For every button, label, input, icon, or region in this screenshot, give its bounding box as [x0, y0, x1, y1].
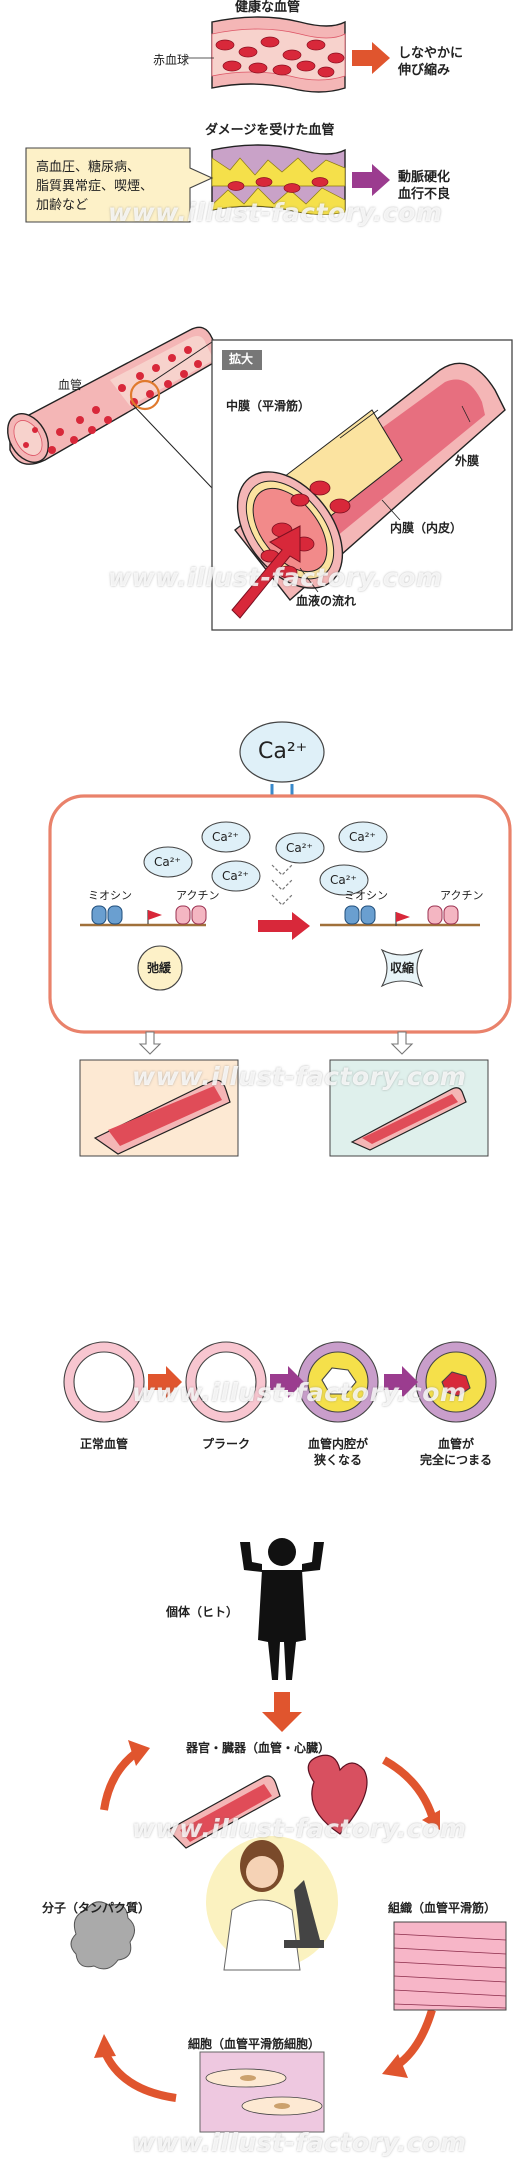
myosin-label: ミオシン [344, 889, 388, 902]
watermark: www.illust-factory.com [132, 1062, 467, 1091]
healthy-result-line2: 伸び縮み [398, 63, 451, 78]
watermark: www.illust-factory.com [132, 1378, 467, 1407]
risk-factor-line3: 加齢など [36, 198, 89, 213]
zoom-tag: 拡大 [229, 352, 254, 366]
contract-label: 収縮 [390, 961, 415, 975]
watermark: www.illust-factory.com [108, 563, 443, 592]
inner-layer-label: 内膜（内皮） [390, 521, 463, 535]
damaged-vessel-title: ダメージを受けた血管 [205, 123, 335, 138]
individual-label: 個体（ヒト） [166, 1605, 239, 1619]
healthy-vessel-title: 健康な血管 [235, 0, 301, 15]
calcium-ion: Ca²⁺ [222, 869, 249, 883]
stage-normal: 正常血管 [79, 1437, 128, 1451]
myosin-label: ミオシン [88, 889, 132, 902]
stage-blocked: 血管が 完全につまる [419, 1437, 492, 1467]
rbc-label: 赤血球 [153, 53, 190, 67]
organ-label: 器官・臓器（血管・心臓） [186, 1741, 331, 1755]
vessel-label: 血管 [58, 378, 83, 392]
calcium-ion: Ca²⁺ [349, 830, 376, 844]
damaged-result-line1: 動脈硬化 [398, 170, 451, 185]
plaque-progression-illustration [63, 1341, 497, 1423]
risk-factor-line2: 脂質異常症、喫煙、 [36, 179, 154, 194]
actin-label: アクチン [176, 889, 220, 902]
stage-plaque: プラーク [201, 1437, 250, 1451]
watermark: www.illust-factory.com [108, 198, 443, 227]
stage-narrowed: 血管内腔が 狭くなる [307, 1437, 368, 1467]
calcium-ion: Ca²⁺ [212, 830, 239, 844]
watermark: www.illust-factory.com [132, 2128, 467, 2157]
vessel-zoom-illustration [7, 326, 513, 631]
relax-label: 弛緩 [147, 961, 172, 975]
molecule-label: 分子（タンパク質） [42, 1901, 151, 1915]
calcium-ion: Ca²⁺ [154, 855, 181, 869]
calcium-ion-large: Ca²⁺ [258, 739, 308, 764]
calcium-ion: Ca²⁺ [330, 873, 357, 887]
actin-label: アクチン [440, 889, 484, 902]
watermark: www.illust-factory.com [132, 1814, 467, 1843]
tissue-label: 組織（血管平滑筋） [388, 1901, 497, 1915]
calcium-contraction-illustration [48, 721, 512, 1157]
outer-layer-label: 外膜 [455, 454, 480, 468]
middle-layer-label: 中膜（平滑筋） [226, 399, 311, 413]
risk-factor-line1: 高血圧、糖尿病、 [36, 160, 141, 175]
healthy-vessel-illustration [25, 16, 390, 223]
blood-flow-label: 血液の流れ [296, 594, 357, 608]
hierarchy-illustration [70, 1538, 507, 2133]
cell-label: 細胞（血管平滑筋細胞） [188, 2037, 321, 2051]
calcium-ion: Ca²⁺ [286, 841, 313, 855]
damaged-result-line2: 血行不良 [398, 187, 451, 202]
healthy-result-line1: しなやかに [398, 46, 464, 61]
